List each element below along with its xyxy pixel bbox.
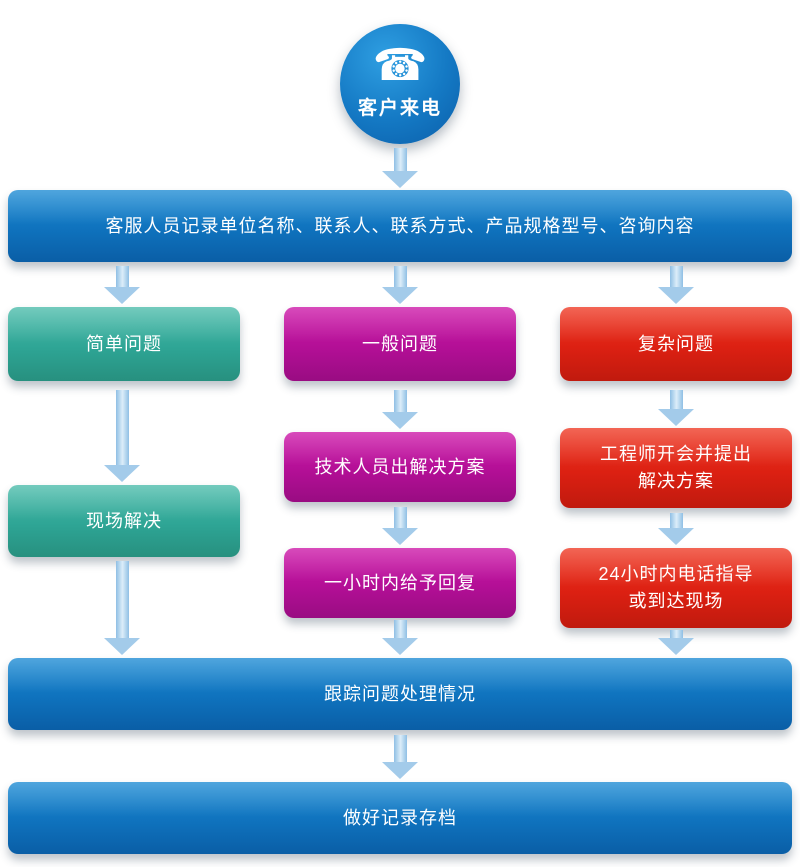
arrow-shaft bbox=[393, 148, 407, 171]
node-complex-problem-label: 复杂问题 bbox=[638, 333, 714, 354]
record-info-label: 客服人员记录单位名称、联系人、联系方式、产品规格型号、咨询内容 bbox=[105, 215, 695, 236]
node-phone-guide-24h: 24小时内电话指导或到达现场 bbox=[560, 548, 792, 628]
node-general-problem-label: 一般问题 bbox=[362, 333, 438, 354]
arrow-head bbox=[104, 465, 140, 482]
arrow-shaft bbox=[393, 390, 407, 412]
node-onsite-solution-label: 现场解决 bbox=[86, 510, 162, 531]
arrow-down-icon bbox=[382, 507, 418, 545]
arrow-shaft bbox=[669, 513, 683, 528]
arrow-head bbox=[104, 287, 140, 304]
start-node-label: 客户来电 bbox=[357, 98, 442, 119]
arrow-shaft bbox=[669, 266, 683, 287]
arrow-shaft bbox=[393, 507, 407, 528]
arrow-head bbox=[658, 528, 694, 545]
arrow-down-icon bbox=[658, 390, 694, 426]
archive-record-label: 做好记录存档 bbox=[343, 807, 457, 828]
arrow-head bbox=[104, 638, 140, 655]
arrow-down-icon bbox=[382, 148, 418, 188]
node-simple-problem: 简单问题 bbox=[8, 307, 240, 381]
arrow-down-icon bbox=[104, 561, 140, 655]
arrow-shaft bbox=[115, 561, 129, 638]
arrow-down-icon bbox=[104, 266, 140, 304]
arrow-head bbox=[382, 412, 418, 429]
track-progress-label: 跟踪问题处理情况 bbox=[324, 683, 476, 704]
node-engineer-meeting-label: 工程师开会并提出解决方案 bbox=[600, 444, 752, 491]
arrow-shaft bbox=[393, 620, 407, 638]
arrow-head bbox=[658, 409, 694, 426]
arrow-head bbox=[382, 762, 418, 779]
node-reply-one-hour-label: 一小时内给予回复 bbox=[324, 572, 476, 593]
node-complex-problem: 复杂问题 bbox=[560, 307, 792, 381]
arrow-down-icon bbox=[382, 620, 418, 655]
node-general-problem: 一般问题 bbox=[284, 307, 516, 381]
arrow-shaft bbox=[669, 390, 683, 409]
arrow-down-icon bbox=[658, 630, 694, 655]
node-phone-guide-24h-label: 24小时内电话指导或到达现场 bbox=[598, 564, 754, 611]
archive-record-bar: 做好记录存档 bbox=[8, 782, 792, 854]
arrow-down-icon bbox=[104, 390, 140, 482]
record-info-bar: 客服人员记录单位名称、联系人、联系方式、产品规格型号、咨询内容 bbox=[8, 190, 792, 262]
telephone-icon: ☎ bbox=[372, 41, 428, 90]
node-tech-solution-label: 技术人员出解决方案 bbox=[314, 456, 486, 477]
arrow-down-icon bbox=[658, 266, 694, 304]
node-tech-solution: 技术人员出解决方案 bbox=[284, 432, 516, 502]
arrow-head bbox=[382, 528, 418, 545]
track-progress-bar: 跟踪问题处理情况 bbox=[8, 658, 792, 730]
arrow-head bbox=[382, 171, 418, 188]
arrow-down-icon bbox=[382, 735, 418, 779]
arrow-shaft bbox=[115, 390, 129, 465]
node-engineer-meeting: 工程师开会并提出解决方案 bbox=[560, 428, 792, 508]
arrow-shaft bbox=[393, 266, 407, 287]
arrow-head bbox=[658, 287, 694, 304]
start-node-customer-call: ☎ 客户来电 bbox=[340, 24, 460, 144]
arrow-head bbox=[658, 638, 694, 655]
arrow-head bbox=[382, 287, 418, 304]
arrow-down-icon bbox=[658, 513, 694, 545]
arrow-head bbox=[382, 638, 418, 655]
node-reply-one-hour: 一小时内给予回复 bbox=[284, 548, 516, 618]
node-simple-problem-label: 简单问题 bbox=[86, 333, 162, 354]
arrow-shaft bbox=[115, 266, 129, 287]
arrow-down-icon bbox=[382, 266, 418, 304]
arrow-shaft bbox=[393, 735, 407, 762]
arrow-shaft bbox=[669, 630, 683, 638]
node-onsite-solution: 现场解决 bbox=[8, 485, 240, 557]
arrow-down-icon bbox=[382, 390, 418, 429]
